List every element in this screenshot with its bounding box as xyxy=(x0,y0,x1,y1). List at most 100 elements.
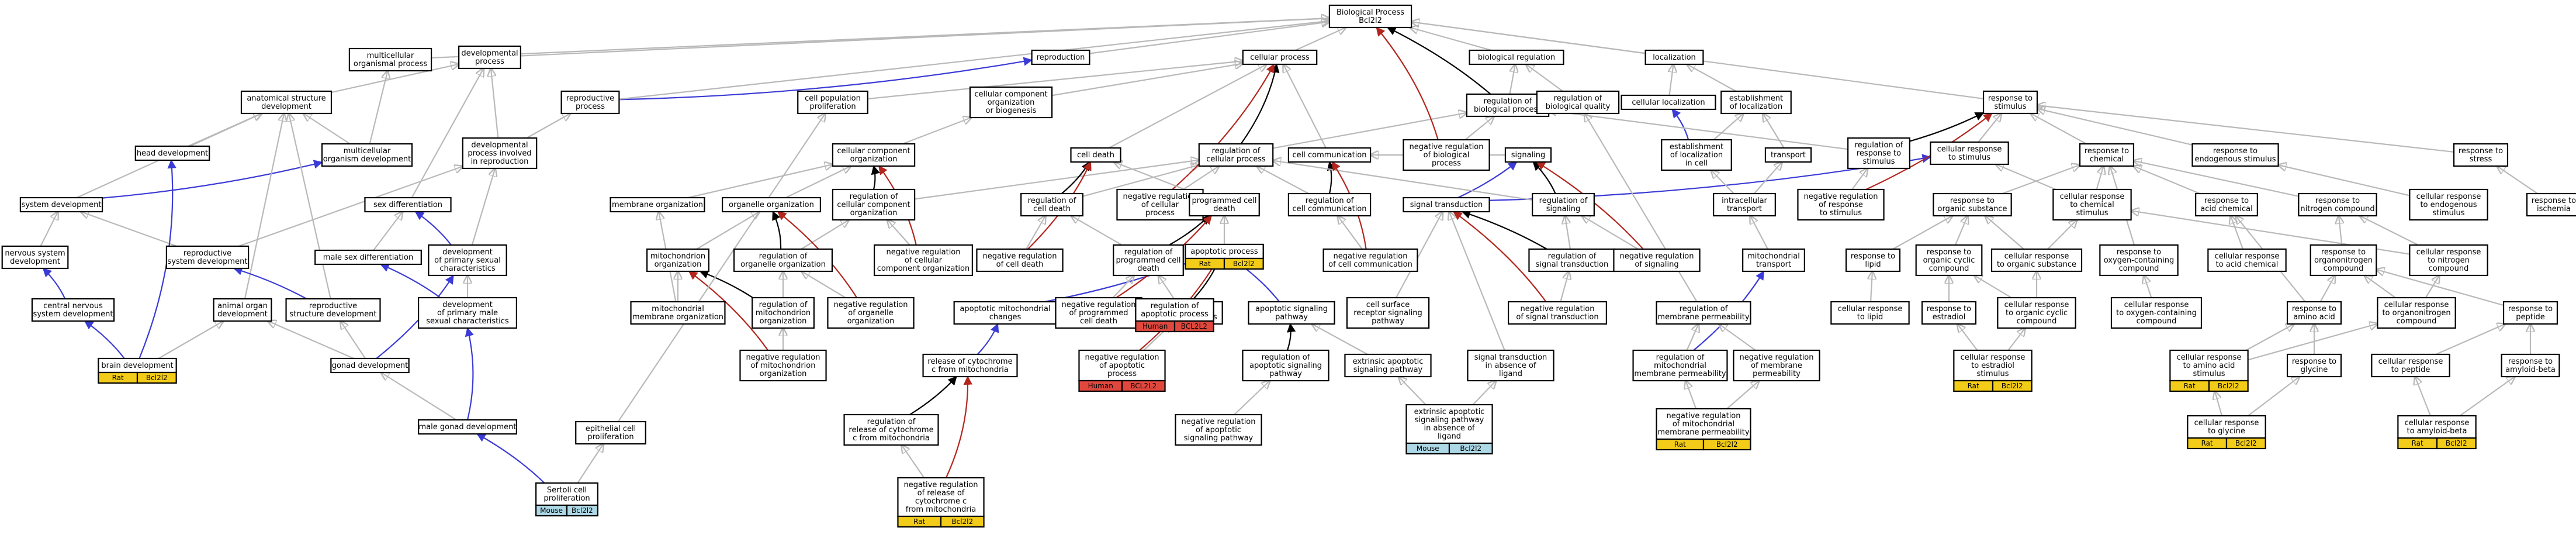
go-term-organelleorg[interactable]: organelle organization xyxy=(721,196,821,213)
go-term-membraneorg[interactable]: membrane organization xyxy=(610,196,705,213)
go-term-malesexdiff[interactable]: male sex differentiation xyxy=(314,249,422,265)
go-term-gonaddev[interactable]: gonad development xyxy=(330,357,410,374)
go-term-celloc[interactable]: cellular localization xyxy=(1621,94,1716,111)
go-term-celldeath[interactable]: cell death xyxy=(1070,147,1121,163)
go-term-cellcomm[interactable]: cell communication xyxy=(1287,147,1372,163)
go-term-sysdev[interactable]: system development xyxy=(19,196,103,213)
go-term-sexdiff[interactable]: sex differentiation xyxy=(364,196,452,213)
go-term-localization[interactable]: localization xyxy=(1644,49,1704,65)
go-term-malegonad[interactable]: male gonad development xyxy=(417,419,517,435)
go-term-bioreg[interactable]: biological regulation xyxy=(1469,49,1564,65)
go-term-signaling[interactable]: signaling xyxy=(1504,147,1552,163)
go-term-sigtrans[interactable]: signal transduction xyxy=(1403,196,1490,213)
go-term-headdev[interactable]: head development xyxy=(134,145,210,161)
go-term-transport[interactable]: transport xyxy=(1764,147,1812,163)
go-term-cellproc[interactable]: cellular process xyxy=(1242,49,1318,65)
